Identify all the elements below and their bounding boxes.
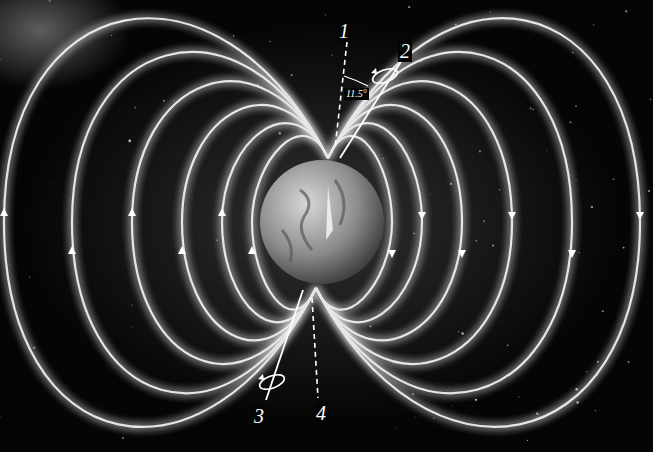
earth bbox=[260, 160, 384, 284]
rotation-symbol bbox=[258, 372, 287, 392]
callout-number: 4 bbox=[314, 402, 328, 424]
magnetic-axis bbox=[312, 298, 318, 398]
angle-label: 11.5° bbox=[344, 88, 369, 100]
rotation-axis bbox=[266, 290, 303, 400]
angle-arc bbox=[344, 76, 368, 86]
callout-number: 3 bbox=[252, 405, 266, 427]
rotation-axis bbox=[340, 60, 402, 158]
callout-number: 1 bbox=[337, 20, 351, 42]
callout-number: 2 bbox=[398, 40, 412, 62]
rotation-symbol bbox=[371, 66, 400, 86]
